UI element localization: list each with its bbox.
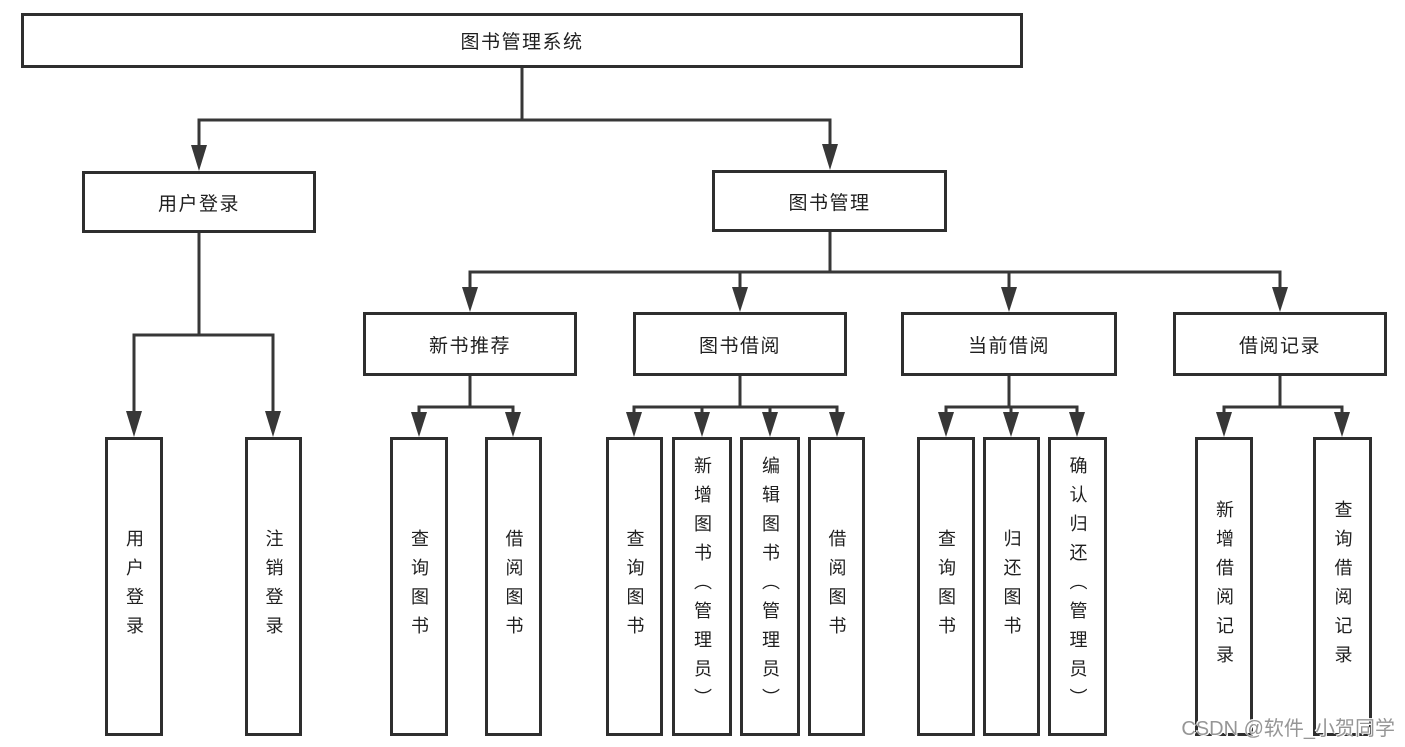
connector-current-borrow	[944, 374, 1079, 415]
node-current-borrow: 当前借阅	[901, 312, 1117, 376]
node-book-management: 图书管理	[712, 170, 947, 232]
node-label: 新书推荐	[428, 335, 511, 357]
arrowheads-level3	[462, 287, 1288, 312]
connector-borrow-record	[1222, 374, 1344, 415]
node-borrow-record: 借阅记录	[1173, 312, 1387, 376]
connector-new-book	[417, 374, 515, 415]
leaf-return-books: 归还图书	[983, 437, 1040, 736]
arrowheads-new-book	[411, 412, 521, 437]
leaf-query-books-1: 查询图书	[390, 437, 448, 736]
arrowheads-book-borrow	[626, 412, 845, 437]
connector-book-management	[468, 230, 1282, 290]
arrowheads-level2	[191, 144, 838, 171]
arrowheads-user-login	[126, 411, 281, 437]
leaf-confirm-return-admin: 确认归还（管理员）	[1048, 437, 1107, 736]
node-label: 用户登录	[157, 193, 240, 215]
leaf-label: 查询借阅记录	[1332, 499, 1353, 674]
node-label: 当前借阅	[967, 335, 1050, 357]
arrowheads-current-borrow	[938, 412, 1085, 437]
node-label: 图书借阅	[698, 335, 781, 357]
leaf-logout: 注销登录	[245, 437, 302, 736]
leaf-label: 借阅图书	[826, 528, 847, 645]
leaf-label: 归还图书	[1001, 528, 1022, 645]
leaf-add-borrow-record: 新增借阅记录	[1195, 437, 1253, 736]
leaf-query-books-2: 查询图书	[606, 437, 663, 736]
node-book-borrow: 图书借阅	[633, 312, 847, 376]
watermark: CSDN @软件_小贺同学	[1181, 718, 1395, 740]
node-new-book-recommend: 新书推荐	[363, 312, 577, 376]
leaf-query-books-3: 查询图书	[917, 437, 975, 736]
connector-book-borrow	[632, 374, 839, 415]
leaf-borrow-books-2: 借阅图书	[808, 437, 865, 736]
leaf-label: 编辑图书（管理员）	[760, 456, 780, 717]
node-label: 借阅记录	[1238, 335, 1321, 357]
leaf-edit-books-admin: 编辑图书（管理员）	[740, 437, 800, 736]
leaf-label: 查询图书	[409, 528, 429, 645]
connector-root-to-level2	[197, 66, 832, 149]
leaf-label: 注销登录	[263, 528, 284, 645]
leaf-label: 借阅图书	[503, 528, 524, 645]
node-root-library-system: 图书管理系统	[21, 13, 1023, 68]
leaf-add-books-admin: 新增图书（管理员）	[672, 437, 732, 736]
leaf-label: 用户登录	[124, 528, 144, 645]
node-label: 图书管理系统	[460, 32, 584, 53]
leaf-borrow-books-1: 借阅图书	[485, 437, 542, 736]
node-user-login: 用户登录	[82, 171, 316, 233]
leaf-label: 新增借阅记录	[1214, 499, 1234, 674]
node-label: 图书管理	[788, 192, 871, 214]
leaf-label: 新增图书（管理员）	[692, 456, 712, 717]
arrowheads-borrow-record	[1216, 412, 1350, 437]
connector-user-login	[132, 231, 275, 414]
leaf-label: 查询图书	[936, 528, 956, 645]
leaf-user-login: 用户登录	[105, 437, 163, 736]
leaf-query-borrow-record: 查询借阅记录	[1313, 437, 1372, 736]
leaf-label: 查询图书	[624, 528, 645, 645]
leaf-label: 确认归还（管理员）	[1067, 456, 1088, 717]
